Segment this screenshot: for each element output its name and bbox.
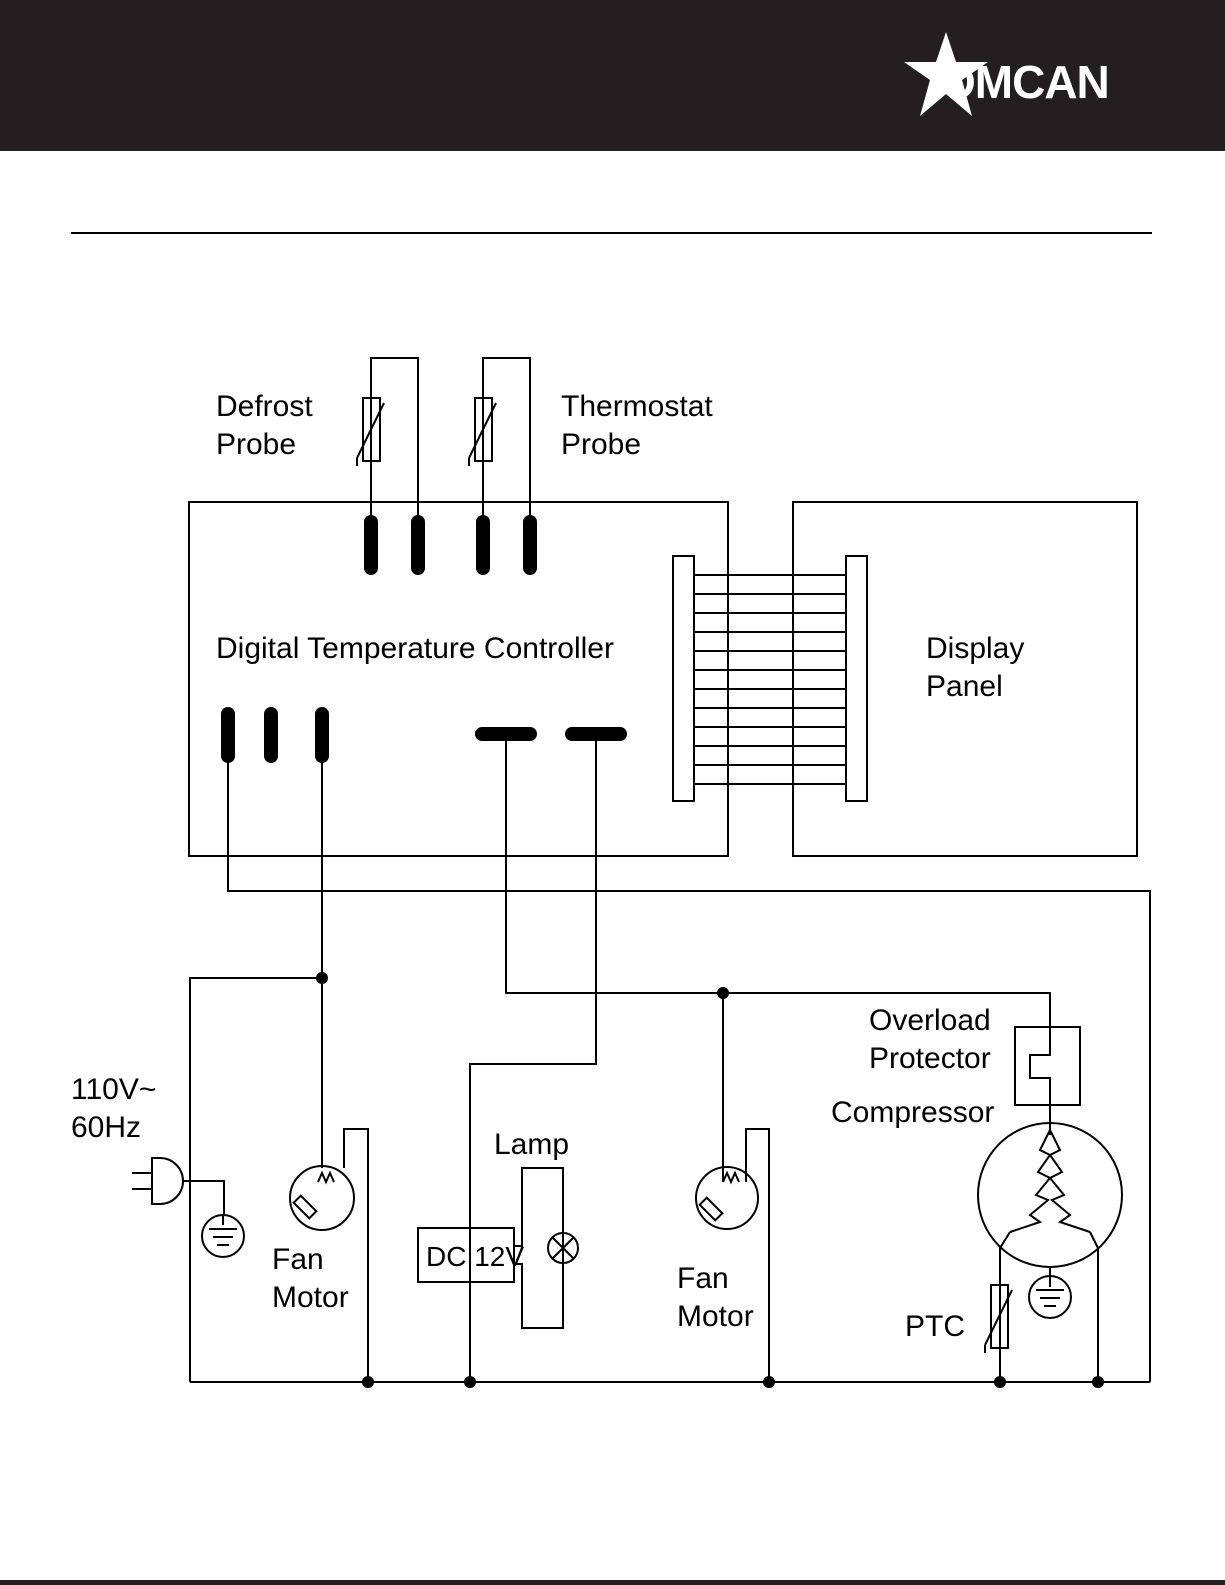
ptc-label: PTC (905, 1310, 965, 1343)
fan-motor-right-label-2: Motor (677, 1300, 754, 1333)
ground-icon (202, 1215, 244, 1257)
defrost-probe-label-1: Defrost (216, 390, 313, 423)
compressor-icon (978, 1123, 1122, 1382)
power-label-2: 60Hz (71, 1111, 141, 1144)
thermostat-probe-label-1: Thermostat (561, 390, 713, 423)
defrost-probe-label-2: Probe (216, 428, 296, 461)
display-panel-label-2: Panel (926, 670, 1003, 703)
probe-pins (371, 522, 530, 568)
fan-motor-icon (290, 1166, 354, 1230)
controller-box (189, 502, 728, 856)
overload-protector-label-2: Protector (869, 1042, 991, 1075)
thermostat-probe (469, 358, 530, 515)
fan-motor-icon (696, 1167, 758, 1229)
ptc-thermistor-icon (985, 1285, 1012, 1353)
compressor-label: Compressor (831, 1096, 994, 1129)
fan-motor-left-label-2: Motor (272, 1281, 349, 1314)
ground-icon (1029, 1276, 1071, 1318)
defrost-probe (357, 358, 418, 515)
dc-supply-label: DC 12V (426, 1241, 524, 1272)
thermostat-probe-label-2: Probe (561, 428, 641, 461)
ribbon-cable (673, 556, 867, 801)
power-pins (228, 714, 620, 756)
fan-motor-left-label-1: Fan (272, 1243, 324, 1276)
overload-protector-box (1015, 1027, 1080, 1105)
controller-label: Digital Temperature Controller (216, 632, 614, 665)
plug-icon (132, 1158, 224, 1215)
display-panel-label-1: Display (926, 632, 1024, 665)
lamp-label: Lamp (494, 1128, 569, 1161)
footer-bar (0, 1580, 1225, 1585)
overload-protector-label-1: Overload (869, 1004, 991, 1037)
fan-motor-right-label-1: Fan (677, 1262, 729, 1295)
power-label-1: 110V~ (71, 1073, 156, 1106)
